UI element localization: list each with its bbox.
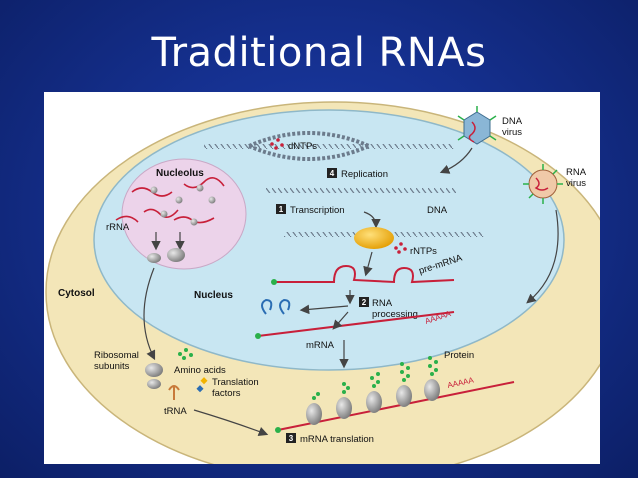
- cytosol-label: Cytosol: [58, 288, 95, 299]
- dna-strand-upper: [266, 188, 456, 193]
- mature-mrna-nuclear: [257, 311, 455, 337]
- translation-factor-yellow: [200, 377, 208, 385]
- dntps-dots: [270, 138, 284, 150]
- rrna-strands: [115, 177, 225, 226]
- cell-diagram-svg: Nucleolus rRNA Nucleus Cytosol dNTPs 4 R…: [45, 101, 600, 464]
- ribosomal-subunits-label-line1: Ribosomal: [94, 350, 139, 361]
- step-2-label-line1: RNA: [372, 298, 393, 309]
- excised-intron-2: [279, 298, 291, 315]
- step-2-number: 2: [362, 298, 367, 307]
- step-4-box: [327, 168, 337, 178]
- step-2-box: [359, 297, 369, 307]
- dna-virus-label-line1: DNA: [502, 116, 523, 127]
- replication-dna: [204, 131, 454, 161]
- ribosome-large-subunit: [145, 363, 163, 377]
- mrna-label: mRNA: [306, 340, 335, 351]
- trna-icon: [168, 385, 180, 400]
- nucleus-label: Nucleus: [194, 290, 233, 301]
- translation-factors-label-line1: Translation: [212, 377, 259, 388]
- cell-diagram: Nucleolus rRNA Nucleus Cytosol dNTPs 4 R…: [44, 92, 600, 464]
- step-2-label-line2: processing: [372, 309, 418, 320]
- step-1-label: Transcription: [290, 205, 345, 216]
- dna-label: DNA: [427, 205, 448, 216]
- protein-label: Protein: [444, 350, 474, 361]
- rntps-label: rNTPs: [410, 246, 437, 257]
- slide-title: Traditional RNAs: [151, 30, 487, 76]
- rna-virus-label-line1: RNA: [566, 167, 587, 178]
- dntps-label: dNTPs: [288, 141, 317, 152]
- ribosome-small-subunit: [147, 379, 161, 389]
- rna-polymerase: [354, 227, 394, 249]
- rna-virus: [523, 164, 563, 204]
- small-subunit-nucleolus: [147, 253, 161, 263]
- step-3-box: [286, 433, 296, 443]
- translation-factors-label-line2: factors: [212, 388, 241, 399]
- rna-virus-label-line2: virus: [566, 178, 586, 189]
- ribosomal-subunits-label-line2: subunits: [94, 361, 130, 372]
- large-subunit-nucleolus: [167, 248, 185, 262]
- dna-virus: [457, 106, 497, 145]
- step-3-number: 3: [289, 434, 294, 443]
- amino-acids-label: Amino acids: [174, 365, 226, 376]
- excised-intron-1: [261, 298, 273, 315]
- trna-label: tRNA: [164, 406, 187, 417]
- nucleolus-label: Nucleolus: [156, 168, 204, 179]
- step-4-number: 4: [330, 169, 335, 178]
- nascent-protein-chains: [312, 356, 438, 400]
- step-1-box: [276, 204, 286, 214]
- polysome: [306, 379, 440, 425]
- dna-virus-label-line2: virus: [502, 127, 522, 138]
- step-3-label: mRNA translation: [300, 434, 374, 445]
- amino-acids-dots: [178, 348, 193, 360]
- rntps-dots: [394, 242, 407, 254]
- step-1-number: 1: [279, 205, 284, 214]
- rrna-label: rRNA: [106, 222, 130, 233]
- step-4-label: Replication: [341, 169, 388, 180]
- pre-mrna-strand: [271, 264, 455, 285]
- translation-factor-blue: [196, 385, 204, 393]
